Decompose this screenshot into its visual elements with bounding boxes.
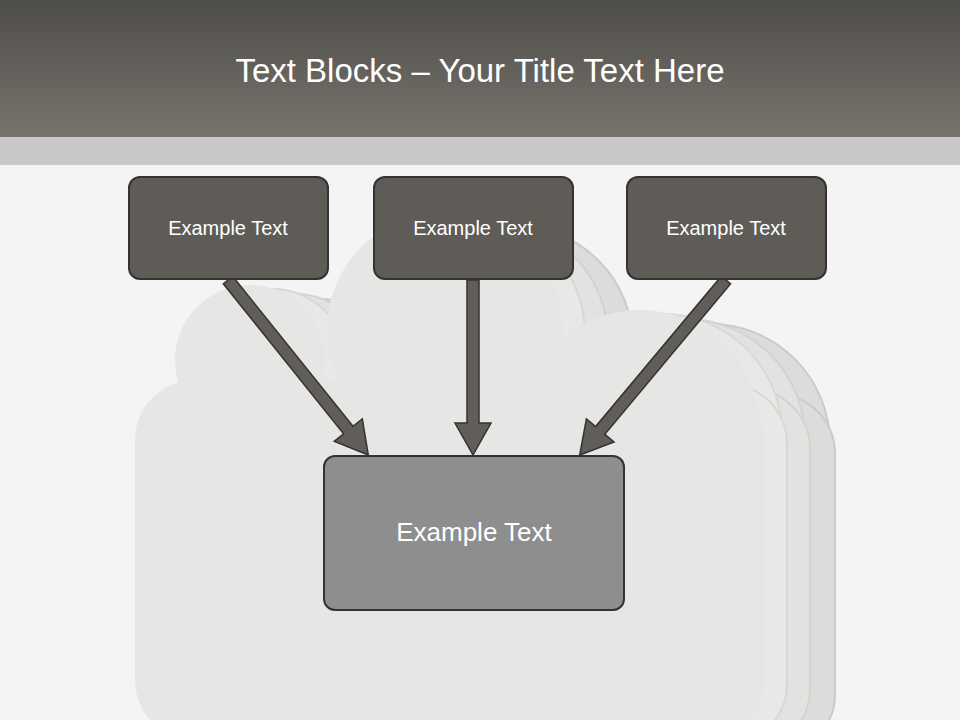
block-label: Example Text xyxy=(168,216,288,240)
block-label: Example Text xyxy=(396,517,552,548)
block-arrow xyxy=(455,280,491,455)
target-block: Example Text xyxy=(323,455,625,611)
header-band xyxy=(0,0,960,137)
slide-title: Text Blocks – Your Title Text Here xyxy=(0,52,960,90)
block-arrow xyxy=(580,276,731,455)
text-block: Example Text xyxy=(128,176,329,280)
cloud-illustration xyxy=(135,212,835,720)
text-block: Example Text xyxy=(626,176,827,280)
block-label: Example Text xyxy=(666,216,786,240)
header-stripe xyxy=(0,137,960,165)
text-block: Example Text xyxy=(373,176,574,280)
block-arrow xyxy=(223,276,368,455)
block-label: Example Text xyxy=(413,216,533,240)
